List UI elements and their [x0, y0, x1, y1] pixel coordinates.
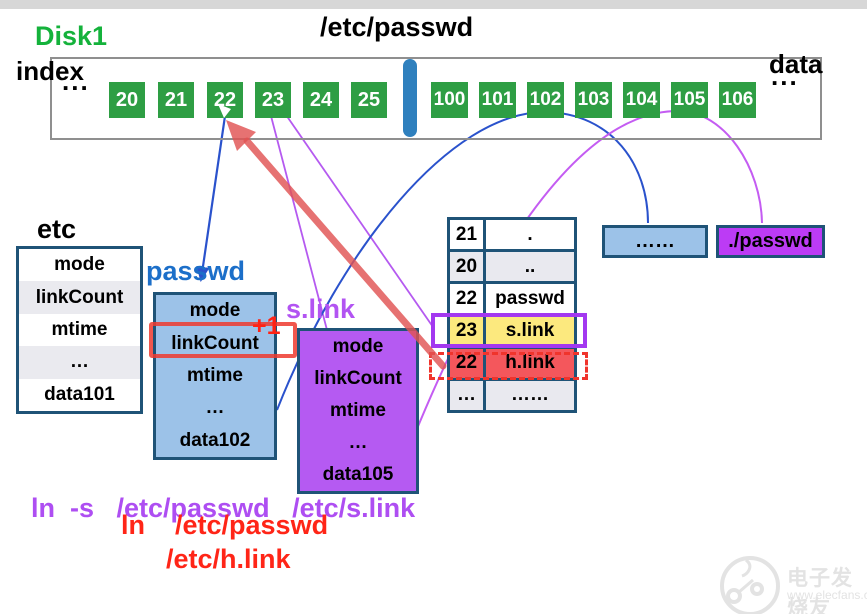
linkcount-increment: +1 [252, 312, 281, 340]
slink-linkcount: linkCount [314, 368, 402, 389]
data-block-100: 100 [431, 82, 468, 118]
index-block-21: 21 [158, 82, 194, 118]
data-block-101: 101 [479, 82, 516, 118]
symlink-target-box: ./passwd [716, 225, 825, 258]
page-title: /etc/passwd [320, 12, 474, 42]
slink-mtime: mtime [330, 400, 386, 421]
direntry-name: . [486, 220, 574, 250]
slink-inode-table: mode linkCount mtime … data105 [297, 328, 419, 494]
direntry-name: passwd [486, 284, 574, 314]
direntry-inode: 20 [450, 252, 483, 282]
direntry-inode: 22 [450, 284, 483, 314]
passwd-mtime: mtime [187, 365, 243, 387]
passwd-mode: mode [189, 300, 241, 322]
etc-inode-label: etc [37, 214, 77, 244]
data-area-label: data [769, 49, 823, 79]
direntry-name: …… [486, 380, 574, 410]
symlink-command: ln -s /etc/passwd /etc/s.link [31, 493, 416, 523]
passwd-data-pointer: data102 [179, 429, 251, 451]
index-area-label: index [16, 56, 84, 86]
etc-mode: mode [54, 254, 105, 276]
index-ellipsis: ... [62, 66, 90, 96]
slink-mode: mode [332, 336, 384, 357]
slink-inode-label: s.link [286, 294, 356, 324]
watermark-url: www.elecfans.com [787, 588, 867, 602]
watermark-name: 电子发烧友 [787, 567, 853, 614]
index-block-25: 25 [351, 82, 387, 118]
direntry-name: .. [486, 252, 574, 282]
data-block-104: 104 [623, 82, 660, 118]
direntry-inode: … [450, 380, 483, 410]
slink-data-pointer: data105 [322, 464, 394, 485]
data-block-105: 105 [671, 82, 708, 118]
direntry-inode: 21 [450, 220, 483, 250]
data-ellipsis: ... [771, 61, 799, 91]
passwd-file-content-box: …… [602, 225, 708, 258]
index-block-24: 24 [303, 82, 339, 118]
passwd-linkcount: linkCount [171, 332, 259, 354]
data-block-106: 106 [719, 82, 756, 118]
index-block-20: 20 [109, 82, 145, 118]
hlink-entry-highlight-box [429, 352, 588, 380]
etc-inode-table: mode linkCount mtime … data101 [16, 246, 143, 414]
hardlink-command-line2: /etc/h.link [166, 544, 291, 574]
index-block-22: 22 [207, 82, 243, 118]
slink-ellipsis: … [348, 432, 368, 453]
index-block-23: 23 [255, 82, 291, 118]
data-block-102: 102 [527, 82, 564, 118]
data-block-103: 103 [575, 82, 612, 118]
index-data-divider [403, 59, 417, 137]
elecfans-logo-icon [720, 556, 780, 614]
passwd-ellipsis: … [205, 397, 225, 419]
etc-data-pointer: data101 [44, 383, 115, 405]
disk-label: Disk1 [35, 21, 108, 51]
etc-ellipsis: … [19, 346, 140, 379]
etc-linkcount: linkCount [19, 281, 140, 314]
hardlink-command-line1: ln /etc/passwd [121, 510, 329, 540]
top-gray-bar [0, 0, 867, 9]
passwd-inode-label: passwd [146, 256, 246, 286]
slink-entry-highlight-box [431, 313, 587, 348]
etc-mtime: mtime [51, 319, 108, 341]
